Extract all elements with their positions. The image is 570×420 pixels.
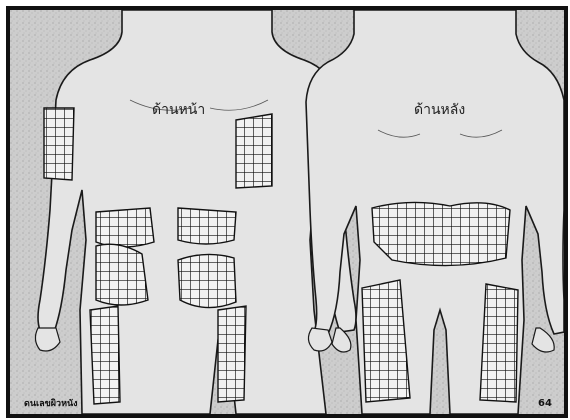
front-view-figure: ด้านหน้า: [35, 10, 356, 414]
front-right-upper-arm-zone: [236, 114, 272, 188]
front-left-thigh-zone: [96, 244, 148, 305]
front-left-upper-arm-zone: [44, 108, 74, 180]
front-view-label: ด้านหน้า: [152, 102, 205, 118]
back-left-hand: [308, 328, 332, 351]
back-lower-back-zone: [372, 202, 510, 265]
front-left-leg-zone: [90, 306, 120, 404]
page-number: 64: [538, 398, 552, 409]
front-right-leg-zone: [218, 306, 246, 402]
front-right-thigh-zone: [178, 254, 236, 307]
front-left-abdomen-zone: [96, 208, 154, 247]
back-view-label: ด้านหลัง: [414, 102, 465, 118]
back-right-thigh-zone: [480, 284, 518, 402]
front-right-abdomen-zone: [178, 208, 236, 244]
illustration-frame: ด้านหน้า ด้านหลัง ดนเลขผิวหนัง 64: [6, 6, 568, 418]
injection-sites-illustration: ด้านหน้า ด้านหลัง ดนเลขผิวหนัง 64: [10, 10, 564, 414]
bottom-left-caption: ดนเลขผิวหนัง: [24, 398, 78, 409]
